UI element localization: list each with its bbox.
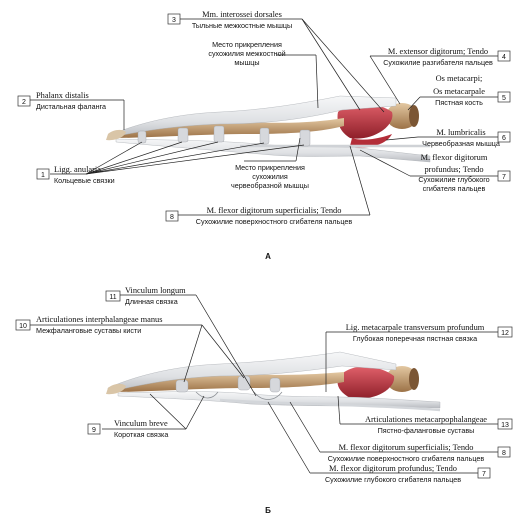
callout-4: M. extensor digitorum; Tendo Сухожилие р…: [383, 47, 511, 67]
svg-text:Червеобразная мышца: Червеобразная мышца: [422, 139, 500, 148]
callout-11: 11 Vinculum longum Длинная связка: [105, 286, 186, 306]
callout-3: 3 Mm. interossei dorsales Тыльные межкос…: [167, 10, 292, 30]
svg-text:13: 13: [501, 422, 509, 429]
svg-text:M. flexor digitorum superficia: M. flexor digitorum superficialis; Tendo: [339, 443, 474, 452]
svg-text:M. flexor digitorum profundus;: M. flexor digitorum profundus; Tendo: [329, 464, 457, 473]
svg-text:Место прикрепления: Место прикрепления: [235, 163, 305, 172]
callout-6: M. lumbricalis Червеобразная мышца 6: [422, 128, 511, 148]
svg-text:Сухожилие поверхностного сгиба: Сухожилие поверхностного сгибателя пальц…: [196, 217, 353, 226]
svg-text:12: 12: [501, 330, 509, 337]
svg-text:Пястная кость: Пястная кость: [435, 98, 483, 107]
svg-text:Phalanx distalis: Phalanx distalis: [36, 91, 89, 100]
svg-text:profundus; Tendo: profundus; Tendo: [424, 165, 483, 174]
flexor-tendons-bottom: [117, 391, 441, 409]
svg-text:4: 4: [502, 54, 506, 61]
callout-8-bottom: M. flexor digitorum superficialis; Tendo…: [328, 443, 511, 463]
svg-text:10: 10: [19, 323, 27, 330]
callout-3-latin: Mm. interossei dorsales: [202, 10, 282, 19]
svg-text:8: 8: [170, 214, 174, 221]
svg-text:11: 11: [109, 294, 116, 301]
joints-and-vincula-bottom: [175, 375, 283, 400]
leaders-bottom: [30, 294, 498, 474]
callout-4-latin: M. extensor digitorum; Tendo: [388, 47, 488, 56]
svg-text:Межфаланговые суставы кисти: Межфаланговые суставы кисти: [36, 326, 141, 335]
svg-text:Длинная связка: Длинная связка: [125, 297, 178, 306]
svg-text:сухожилия межкостной: сухожилия межкостной: [208, 49, 285, 58]
callout-10: 10 Articulationes interphalangeae manus …: [15, 315, 163, 335]
svg-text:Место прикрепления: Место прикрепления: [212, 40, 282, 49]
svg-text:9: 9: [92, 427, 96, 434]
fingertip-top: [106, 129, 126, 141]
extensor-tendon-bottom: [107, 351, 397, 393]
callout-3-number: 3: [172, 17, 176, 24]
svg-text:7: 7: [482, 471, 486, 478]
svg-text:6: 6: [502, 135, 506, 142]
callout-2: 2 Phalanx distalis Дистальная фаланга: [17, 91, 106, 111]
svg-text:2: 2: [22, 99, 26, 106]
svg-text:Os metacarpi;: Os metacarpi;: [436, 74, 483, 83]
svg-text:M. flexor digitorum superficia: M. flexor digitorum superficialis; Tendo: [207, 206, 342, 215]
panel-letter-bottom: Б: [265, 506, 271, 515]
svg-text:M. flexor digitorum: M. flexor digitorum: [421, 153, 488, 162]
callout-7-bottom: M. flexor digitorum profundus; Tendo Сух…: [325, 464, 491, 484]
finger-illustration-bottom: [106, 351, 441, 412]
svg-text:M. lumbricalis: M. lumbricalis: [436, 128, 485, 137]
panel-letter-top: А: [265, 252, 271, 261]
lumbrical-muscle-top: [350, 134, 392, 148]
phalanges-bone-top: [112, 118, 344, 138]
svg-text:мышцы: мышцы: [234, 58, 259, 67]
svg-text:Ligg. anularia: Ligg. anularia: [54, 165, 101, 174]
svg-text:Короткая связка: Короткая связка: [114, 430, 168, 439]
svg-text:сгибателя пальцев: сгибателя пальцев: [423, 184, 486, 193]
svg-text:Articulationes metacarpophalan: Articulationes metacarpophalangeae: [365, 415, 487, 424]
svg-text:8: 8: [502, 450, 506, 457]
callout-lumbrical-insertion: Место прикрепления сухожилия червеобразн…: [231, 163, 309, 190]
svg-text:Os metacarpale: Os metacarpale: [433, 87, 485, 96]
svg-text:червеобразной мышцы: червеобразной мышцы: [231, 181, 309, 190]
callout-8-top: 8 M. flexor digitorum superficialis; Ten…: [165, 206, 353, 226]
svg-text:Сухожилие глубокого: Сухожилие глубокого: [418, 175, 489, 184]
callout-12: Lig. metacarpale transversum profundum Г…: [346, 323, 513, 343]
svg-text:Дистальная фаланга: Дистальная фаланга: [36, 102, 106, 111]
svg-text:Lig. metacarpale transversum p: Lig. metacarpale transversum profundum: [346, 323, 485, 332]
callout-13: Articulationes metacarpophalangeae Пястн…: [365, 415, 513, 435]
phalanges-bone-bottom: [112, 372, 344, 392]
svg-text:Vinculum longum: Vinculum longum: [125, 286, 186, 295]
svg-text:Vinculum breve: Vinculum breve: [114, 419, 168, 428]
interossei-muscle-top: [337, 102, 393, 139]
svg-text:сухожилия: сухожилия: [252, 172, 288, 181]
svg-text:Кольцевые связки: Кольцевые связки: [54, 176, 115, 185]
fingertip-bottom: [106, 383, 126, 395]
callout-4-russian: Сухожилие разгибателя пальцев: [383, 58, 493, 67]
callout-9: 9 Vinculum breve Короткая связка: [87, 419, 168, 439]
callout-7-top: M. flexor digitorum profundus; Tendo Сух…: [418, 153, 511, 193]
callout-1: 1 Ligg. anularia Кольцевые связки: [36, 165, 115, 185]
interossei-muscle-bottom: [337, 366, 395, 399]
leaders-top: [30, 18, 498, 216]
svg-text:Articulationes interphalangeae: Articulationes interphalangeae manus: [36, 315, 163, 324]
svg-text:Глубокая поперечная пястная св: Глубокая поперечная пястная связка: [353, 334, 477, 343]
flexor-tendons-top: [115, 138, 431, 163]
svg-text:Сухожилие поверхностного сгиба: Сухожилие поверхностного сгибателя пальц…: [328, 454, 485, 463]
svg-text:Пястно-фаланговые суставы: Пястно-фаланговые суставы: [378, 426, 475, 435]
svg-text:1: 1: [41, 172, 45, 179]
callout-3-russian: Тыльные межкостные мышцы: [192, 21, 292, 30]
svg-text:Сухожилие глубокого сгибателя: Сухожилие глубокого сгибателя пальцев: [325, 475, 461, 484]
svg-text:5: 5: [502, 95, 506, 102]
extensor-tendon-top: [107, 95, 397, 139]
finger-illustration-top: [106, 95, 431, 163]
callout-5: Os metacarpi; Os metacarpale Пястная кос…: [433, 74, 511, 107]
callout-interossei-insertion: Место прикрепления сухожилия межкостной …: [208, 40, 285, 67]
svg-text:7: 7: [502, 174, 506, 181]
